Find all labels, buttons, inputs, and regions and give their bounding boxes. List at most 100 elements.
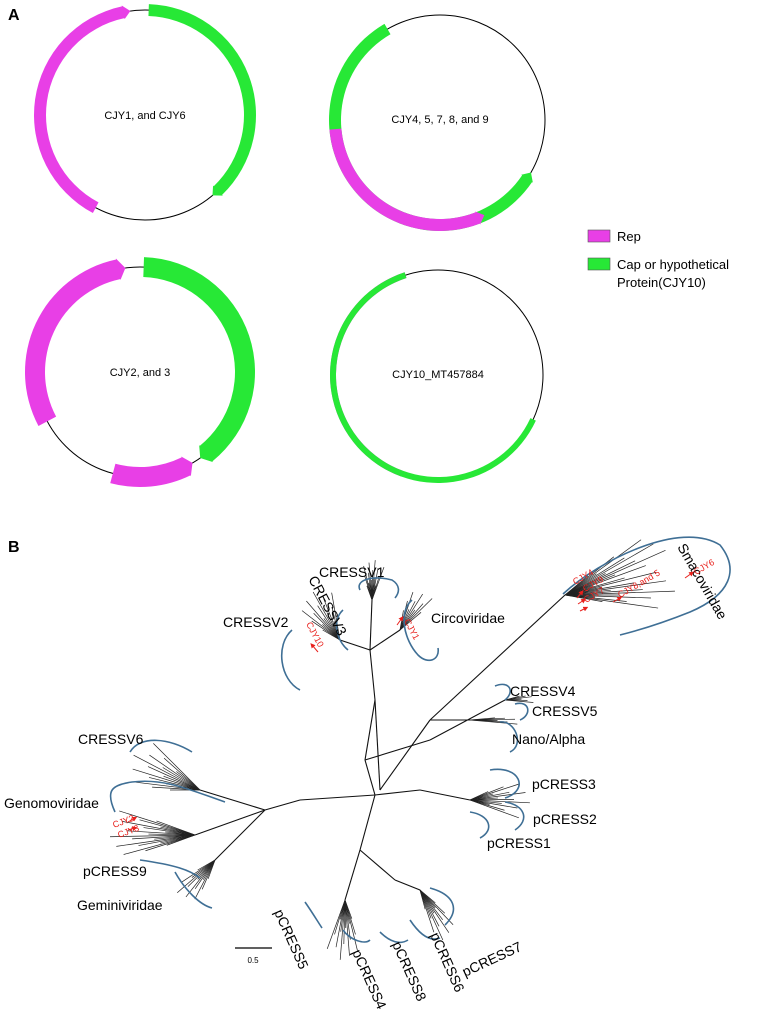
bracket-cressv6 xyxy=(129,739,193,753)
tree-leaf xyxy=(176,859,216,894)
rep-arc xyxy=(33,5,131,214)
tree-leaf xyxy=(419,889,426,910)
highlight-cjy8: CJY8,and 5 xyxy=(616,568,662,600)
tree-leaf xyxy=(311,620,341,641)
tree-leaf xyxy=(180,859,216,884)
tree-leaf xyxy=(163,757,201,791)
tree-leaf xyxy=(163,775,201,791)
tree-leaf xyxy=(185,859,216,898)
tree-leaf xyxy=(469,799,505,811)
clade-genomoviridae: Genomoviridae xyxy=(4,795,99,811)
tree-leaf xyxy=(116,834,196,847)
tree-leaf xyxy=(419,889,450,933)
tree-leaf xyxy=(564,557,625,596)
tree-branch xyxy=(364,699,376,761)
legend-cap-swatch xyxy=(587,257,611,271)
tree-branch xyxy=(344,849,361,901)
tree-branch xyxy=(369,629,401,651)
tree-branch xyxy=(369,599,373,651)
clade-circoviridae: Circoviridae xyxy=(431,610,505,626)
tree-leaf xyxy=(126,830,196,836)
tree-leaf xyxy=(147,766,201,791)
tree-leaf xyxy=(371,560,376,601)
tree-leaf xyxy=(132,768,201,791)
tree-branch xyxy=(374,789,421,796)
legend: Rep Cap or hypothetical Protein(CJY10) xyxy=(587,229,729,290)
tree-leaf xyxy=(312,591,341,641)
genome-label-3: CJY2, and 3 xyxy=(110,367,171,379)
bracket-pcress9 xyxy=(139,859,201,879)
tree-leaf xyxy=(399,598,433,631)
clade-cressv6: CRESSV6 xyxy=(78,731,144,747)
clade-pcress2: pCRESS2 xyxy=(533,811,597,827)
genome-map-4: CJY10_MT457884 xyxy=(329,269,544,483)
bracket-nanoalpha xyxy=(499,721,519,753)
rep-arc xyxy=(110,456,193,487)
tree-leaf xyxy=(133,754,201,791)
bracket-genomoviridae xyxy=(109,780,226,813)
tree-branch xyxy=(429,594,566,721)
tree-leaf xyxy=(156,820,196,836)
tree-leaf xyxy=(564,594,603,602)
tree-branch xyxy=(194,809,266,836)
tree-leaf xyxy=(194,859,216,900)
tree-leaf xyxy=(149,754,201,791)
tree-leaf xyxy=(344,899,350,956)
tree-leaf xyxy=(469,799,518,809)
tree-branch xyxy=(364,759,376,796)
tree-leaf xyxy=(343,899,346,944)
tree-leaf xyxy=(419,889,440,927)
scale-bar: 0.5 xyxy=(235,947,272,965)
tree-leaf xyxy=(335,899,346,948)
tree-leaf xyxy=(469,783,520,801)
clade-pcress1: pCRESS1 xyxy=(487,835,551,851)
tree-leaf xyxy=(564,560,636,596)
tree-leaf xyxy=(469,792,526,801)
clade-pcress4: pCRESS4 xyxy=(349,947,390,1012)
tree-leaf xyxy=(564,589,643,596)
tree-leaf xyxy=(306,600,341,641)
bracket-circoviridae xyxy=(403,599,439,662)
tree-leaf xyxy=(469,799,515,801)
tree-branch xyxy=(339,639,371,651)
tree-leaf xyxy=(344,899,351,940)
tree-leaf xyxy=(194,859,216,890)
tree-leaf xyxy=(399,601,416,631)
bracket-pcress5 xyxy=(304,901,323,929)
tree-leaf xyxy=(187,859,216,887)
bracket-pcress4 xyxy=(342,929,371,943)
tree-leaf xyxy=(469,799,530,804)
tree-leaf xyxy=(469,786,504,801)
tree-leaf xyxy=(564,539,642,596)
bracket-cressv4 xyxy=(494,683,511,701)
tree-branch xyxy=(359,849,396,881)
bracket-pcress1 xyxy=(469,811,490,839)
tree-leaf xyxy=(139,819,196,836)
genome-map-3: CJY2, and 3 xyxy=(25,257,255,487)
bracket-cressv5 xyxy=(514,702,529,721)
clade-geminiviridae: Geminiviridae xyxy=(77,897,163,913)
cap-arc xyxy=(329,23,533,231)
clade-cressv1: CRESSV1 xyxy=(319,564,385,580)
genome-label-2: CJY4, 5, 7, 8, and 9 xyxy=(391,114,488,126)
highlight-arrows xyxy=(127,571,695,832)
tree-leaf xyxy=(344,899,358,951)
tree-leaf xyxy=(119,810,196,836)
tree-leaf xyxy=(564,594,659,609)
clade-pcress7: pCRESS7 xyxy=(460,938,525,980)
clade-brackets xyxy=(109,536,731,944)
tree-leaf xyxy=(145,834,196,852)
tree-leaf xyxy=(469,791,510,801)
tree-leaf xyxy=(123,834,196,855)
legend-cap-label-line1: Cap or hypothetical xyxy=(617,257,729,272)
panel-a-label: A xyxy=(8,7,20,24)
legend-rep-swatch xyxy=(587,229,611,243)
tree-leaf xyxy=(197,859,216,871)
tree-branch xyxy=(364,739,431,761)
tree-leaf xyxy=(339,899,346,960)
rep-arc xyxy=(25,258,126,426)
clade-cressv5: CRESSV5 xyxy=(532,703,598,719)
legend-cap-label-line2: Protein(CJY10) xyxy=(617,275,706,290)
tree-leaf xyxy=(148,777,201,791)
tree-branch xyxy=(199,789,266,811)
